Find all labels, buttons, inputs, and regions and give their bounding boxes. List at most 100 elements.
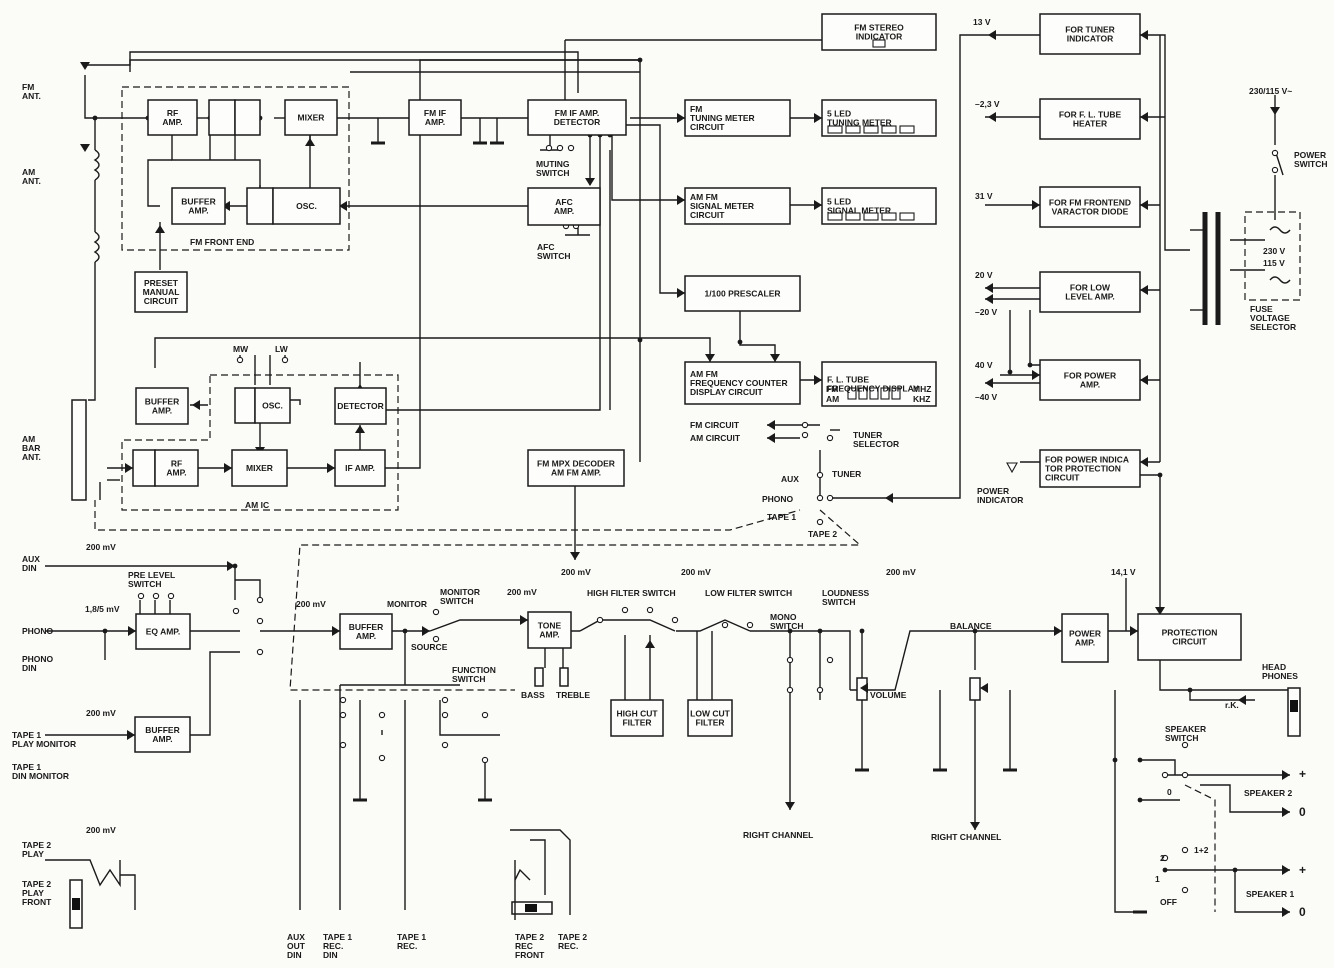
aux-din-label: AUX — [22, 554, 40, 564]
am-rf-diode-block — [132, 449, 156, 487]
tone-amp-block — [527, 611, 572, 649]
wire — [514, 868, 531, 881]
switch-contact — [256, 648, 264, 656]
protection-circuit-text: PROTECTION — [1162, 628, 1218, 638]
wire — [1029, 310, 1040, 366]
am-circuit-label: AM CIRCUIT — [690, 433, 741, 443]
switch-contact — [481, 756, 489, 764]
preset-manual-text: PRESET — [144, 278, 179, 288]
switch-contact — [1181, 886, 1189, 894]
arrow-head — [127, 730, 135, 740]
high-cut-filter-block — [610, 699, 664, 737]
switch-contact — [432, 635, 440, 643]
for-power-indicator-block — [1039, 449, 1141, 488]
speaker-switch-label: SWITCH — [1165, 733, 1199, 743]
rf-tank-1 — [208, 99, 236, 136]
switch-contact — [646, 606, 654, 614]
mv-200-label: 200 mV — [86, 825, 116, 835]
dashed-link — [1184, 784, 1216, 912]
balance-label: BALANCE — [950, 621, 992, 631]
switch-contact — [671, 616, 679, 624]
stereo-lamp — [872, 39, 886, 48]
tape1-rec-label: TAPE 1 — [397, 932, 426, 942]
buffer-amp-am-text: AMP. — [152, 406, 172, 416]
arrow-head — [585, 178, 595, 186]
buffer-amp-fm-block — [171, 187, 226, 225]
junction-dot — [1157, 472, 1163, 478]
wire — [1189, 690, 1255, 701]
bass-label: BASS — [521, 690, 545, 700]
switch-contact — [137, 592, 145, 600]
mv-200-label: 200 mV — [86, 708, 116, 718]
fm-if-detector-block — [527, 99, 627, 136]
signal-wiring — [45, 30, 1301, 929]
lw-label: LW — [275, 344, 289, 354]
function-switch-label: SWITCH — [452, 674, 486, 684]
led-signal-meter-text: 5 LED — [827, 197, 851, 207]
low-cut-filter-text: FILTER — [695, 718, 724, 728]
buffer-amp-tape-text: BUFFER — [145, 725, 179, 735]
zero-label: 0 — [1299, 805, 1306, 819]
tape2-rec-label: TAPE 2 — [558, 932, 587, 942]
monitor-switch-label: SWITCH — [440, 596, 474, 606]
arrow-head — [1238, 695, 1246, 705]
low-cut-filter-text: LOW CUT — [690, 709, 730, 719]
switch-contact — [816, 471, 824, 479]
rf-amp-block — [147, 99, 198, 136]
switch-contact — [481, 711, 489, 719]
prescaler-block — [684, 275, 801, 312]
wire — [1140, 759, 1176, 775]
switch-contact — [152, 592, 160, 600]
fm-if-detector-text: DETECTOR — [554, 117, 601, 127]
detector-am-block — [334, 387, 387, 425]
wire — [626, 124, 685, 294]
for-power-amp-block — [1039, 359, 1141, 401]
v-31-label: 31 V — [975, 191, 993, 201]
tape1-rec-din-label: TAPE 1 — [323, 932, 352, 942]
fl-tube-display-block — [821, 361, 937, 407]
led-cell — [899, 212, 915, 221]
wire — [385, 59, 640, 469]
fm-mpx-decoder-text: FM MPX DECODER — [537, 459, 615, 469]
tape1-rec-label: REC. — [397, 941, 417, 951]
rf-amp-text: RF — [167, 108, 178, 118]
am-rf-amp-text: AMP. — [166, 468, 186, 478]
for-power-amp-text: FOR POWER — [1064, 371, 1116, 381]
arrow-head — [1032, 370, 1040, 380]
plus-label: + — [1299, 767, 1306, 781]
arrow-head — [1140, 457, 1148, 467]
preset-manual-block — [134, 271, 188, 313]
am-bar-ant-label: BAR — [22, 443, 40, 453]
arrow-head — [155, 225, 165, 233]
function-blocks — [132, 13, 1242, 753]
tape2-sel-label: TAPE 2 — [808, 529, 837, 539]
wire — [510, 829, 571, 915]
osc-diode-block — [246, 187, 274, 225]
coil — [93, 231, 100, 263]
power-amp-block — [1061, 613, 1109, 663]
fm-stereo-indicator-text: FM STEREO — [854, 23, 904, 33]
junction-dot — [1027, 362, 1033, 368]
dashed-link — [94, 500, 801, 531]
am-rf-amp-text: RF — [171, 459, 182, 469]
switch-contact — [816, 494, 824, 502]
arrow-head — [1282, 807, 1290, 817]
led-cell — [845, 125, 861, 134]
for-fm-frontend-text: VARACTOR DIODE — [1052, 207, 1129, 217]
buffer-amp-main-block — [339, 613, 393, 650]
buffer-amp-main-text: BUFFER — [349, 622, 383, 632]
arrow-head — [222, 201, 230, 211]
aux-out-din-label: OUT — [287, 941, 306, 951]
detector-am-text: DETECTOR — [337, 401, 384, 411]
mono-switch-label: SWITCH — [770, 621, 804, 631]
wire — [1140, 34, 1190, 251]
dashed-link — [1244, 211, 1301, 301]
am-rf-amp-block — [154, 449, 199, 487]
arrow-head — [570, 552, 580, 560]
arrow-head — [125, 463, 133, 473]
switch-contact — [545, 144, 553, 152]
spk-2-label: 2 — [1160, 853, 1165, 863]
tuner-selector-label: TUNER — [853, 430, 882, 440]
junction-dot — [1232, 867, 1238, 873]
